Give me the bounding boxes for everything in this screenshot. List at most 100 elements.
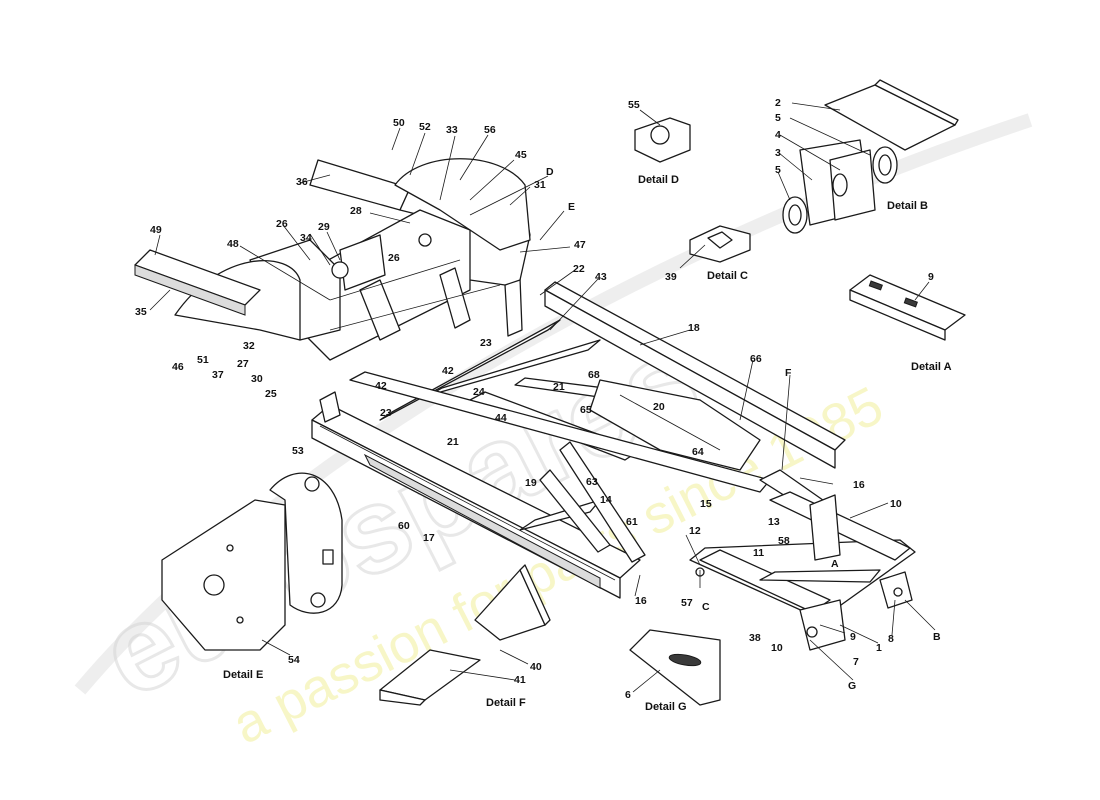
detail-f-parts: [379, 564, 551, 706]
callout-65: 65: [580, 404, 592, 416]
callout-22: 22: [573, 263, 585, 275]
callout-49: 49: [150, 224, 162, 236]
detail-e-parts: [161, 472, 343, 651]
leader-lines: [149, 102, 936, 693]
detail-c-part: [689, 225, 751, 263]
callout-34: 34: [300, 232, 312, 244]
callout-45: 45: [515, 149, 527, 161]
detail-a-part: [849, 274, 966, 341]
caption-detail-b: Detail B: [887, 200, 928, 212]
callout-64: 64: [692, 446, 704, 458]
caption-detail-e: Detail E: [223, 669, 263, 681]
front-bulkhead-assembly: [134, 158, 531, 361]
callout-4: 4: [775, 129, 781, 141]
callout-16: 16: [853, 479, 865, 491]
callout-29: 29: [318, 221, 330, 233]
callout-47: 47: [574, 239, 586, 251]
callout-42-lower: 42: [375, 380, 387, 392]
callout-5-lower: 5: [775, 164, 781, 176]
callout-labels: 50 52 33 56 45 D 31 36 E 28 49 26 34 29 …: [135, 97, 941, 701]
callout-d: D: [546, 166, 554, 178]
callout-60: 60: [398, 520, 410, 532]
callout-f: F: [785, 367, 792, 379]
callout-37: 37: [212, 369, 224, 381]
callout-57: 57: [681, 597, 693, 609]
callout-26-lower: 26: [388, 252, 400, 264]
callout-40: 40: [530, 661, 542, 673]
callout-24: 24: [473, 386, 485, 398]
callout-39: 39: [665, 271, 677, 283]
callout-41: 41: [514, 674, 526, 686]
caption-detail-f: Detail F: [486, 697, 526, 709]
detail-captions: Detail D Detail B Detail C Detail A Deta…: [223, 174, 952, 713]
callout-68: 68: [588, 369, 600, 381]
callout-61: 61: [626, 516, 638, 528]
callout-36: 36: [296, 176, 308, 188]
callout-42: 42: [442, 365, 454, 377]
callout-58: 58: [778, 535, 790, 547]
callout-8: 8: [888, 633, 894, 645]
callout-5: 5: [775, 112, 781, 124]
callout-c: C: [702, 601, 710, 613]
callout-25: 25: [265, 388, 277, 400]
callout-35: 35: [135, 306, 147, 318]
callout-20: 20: [653, 401, 665, 413]
callout-17: 17: [423, 532, 435, 544]
callout-7: 7: [853, 656, 859, 668]
callout-63: 63: [586, 476, 598, 488]
callout-15: 15: [700, 498, 712, 510]
callout-55: 55: [628, 99, 640, 111]
detail-d-part: [634, 117, 691, 163]
callout-28: 28: [350, 205, 362, 217]
callout-27: 27: [237, 358, 249, 370]
callout-10-lower: 10: [771, 642, 783, 654]
callout-3: 3: [775, 147, 781, 159]
callout-e: E: [568, 201, 575, 213]
callout-38: 38: [749, 632, 761, 644]
callout-13: 13: [768, 516, 780, 528]
callout-1: 1: [876, 642, 882, 654]
callout-18: 18: [688, 322, 700, 334]
callout-52: 52: [419, 121, 431, 133]
caption-detail-a: Detail A: [911, 361, 952, 373]
callout-14: 14: [600, 494, 612, 506]
callout-48: 48: [227, 238, 239, 250]
callout-50: 50: [393, 117, 405, 129]
callout-32: 32: [243, 340, 255, 352]
callout-6: 6: [625, 689, 631, 701]
callout-21: 21: [553, 381, 565, 393]
caption-detail-g: Detail G: [645, 701, 687, 713]
callout-23-lower: 23: [380, 407, 392, 419]
callout-g: G: [848, 680, 856, 692]
caption-detail-c: Detail C: [707, 270, 748, 282]
callout-51: 51: [197, 354, 209, 366]
callout-2: 2: [775, 97, 781, 109]
callout-10: 10: [890, 498, 902, 510]
callout-16-lower: 16: [635, 595, 647, 607]
callout-30: 30: [251, 373, 263, 385]
callout-46: 46: [172, 361, 184, 373]
callout-9-lower: 9: [850, 631, 856, 643]
callout-33: 33: [446, 124, 458, 136]
callout-12: 12: [689, 525, 701, 537]
callout-11: 11: [753, 547, 764, 559]
callout-54: 54: [288, 654, 300, 666]
callout-a: A: [831, 558, 839, 570]
main-chassis-frame: [311, 277, 916, 651]
callout-19: 19: [525, 477, 537, 489]
callout-b: B: [933, 631, 941, 643]
detail-g-part: [629, 629, 721, 706]
callout-21-lower: 21: [447, 436, 459, 448]
callout-23: 23: [480, 337, 492, 349]
caption-detail-d: Detail D: [638, 174, 679, 186]
callout-44: 44: [495, 412, 507, 424]
callout-43: 43: [595, 271, 607, 283]
callout-56: 56: [484, 124, 496, 136]
callout-26: 26: [276, 218, 288, 230]
callout-66: 66: [750, 353, 762, 365]
callout-31: 31: [534, 179, 546, 191]
detail-b-parts: [782, 79, 959, 234]
watermark: eurospares a passion for parts since 198…: [74, 113, 1033, 756]
